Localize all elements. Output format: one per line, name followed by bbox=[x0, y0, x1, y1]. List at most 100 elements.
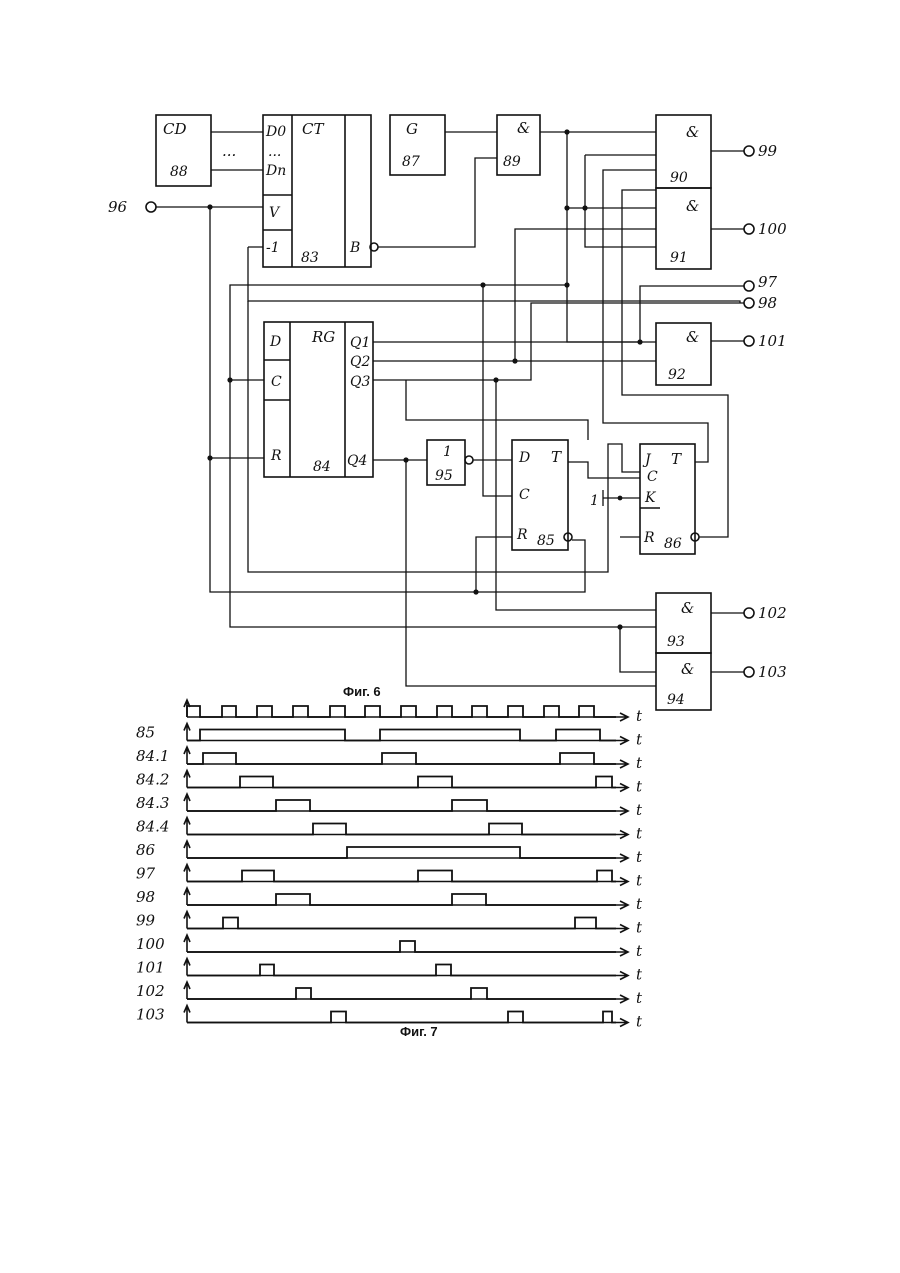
block-and93-label: & bbox=[681, 599, 694, 617]
timing-row-label: 97 bbox=[136, 865, 156, 883]
block-rg-label: RG bbox=[311, 328, 335, 346]
t86-pin-r: R bbox=[643, 530, 655, 546]
timing-row: 98 t bbox=[136, 888, 643, 913]
timing-row: 85 t bbox=[136, 724, 643, 749]
timing-y-axis bbox=[184, 771, 190, 788]
t86-pin-j: J bbox=[642, 452, 652, 468]
block-and90-number: 90 bbox=[670, 170, 688, 186]
terminal-101-label: 101 bbox=[758, 332, 787, 350]
timing-row-label: 86 bbox=[136, 841, 156, 859]
block-and-90: & 90 bbox=[656, 115, 711, 188]
timing-row-label: 84.3 bbox=[136, 794, 169, 812]
block-and-91: & 91 bbox=[656, 188, 711, 269]
timing-waveform bbox=[187, 941, 616, 952]
block-and91-label: & bbox=[686, 197, 699, 215]
figure-7-caption: Фиг. 7 bbox=[400, 1024, 438, 1039]
timing-waveform bbox=[187, 847, 616, 858]
timing-row: 84.3t bbox=[136, 794, 643, 819]
timing-waveform bbox=[187, 800, 616, 811]
rg-pin-q3: Q3 bbox=[350, 374, 370, 390]
timing-axis-symbol: t bbox=[636, 872, 643, 890]
timing-row: 97 t bbox=[136, 865, 643, 890]
terminal-100-label: 100 bbox=[758, 220, 787, 238]
timing-y-axis bbox=[184, 818, 190, 835]
terminal-96-label: 96 bbox=[108, 198, 128, 216]
block-trigger-85: D T C R 85 bbox=[512, 440, 572, 550]
ct-pin-dots: ... bbox=[268, 144, 281, 160]
timing-y-axis bbox=[184, 959, 190, 976]
ct-pin-minus1: -1 bbox=[266, 240, 280, 256]
timing-y-axis bbox=[184, 1006, 190, 1023]
timing-row: 102 t bbox=[136, 982, 643, 1007]
block-rg-84: RG 84 D C R Q1 Q2 Q3 Q4 bbox=[264, 322, 373, 477]
block-g-87: G 87 bbox=[390, 115, 445, 175]
rg-pin-q2: Q2 bbox=[350, 354, 370, 370]
figure-6-caption: Фиг. 6 bbox=[343, 684, 381, 699]
timing-row: 84.2t bbox=[136, 771, 643, 796]
rg-pin-d: D bbox=[269, 334, 281, 350]
timing-row: 101 t bbox=[136, 959, 643, 984]
timing-axis-symbol: t bbox=[636, 989, 643, 1007]
timing-row: 84.4 t bbox=[136, 818, 643, 843]
timing-row-label: 103 bbox=[136, 1006, 165, 1024]
figure-6-circuit: CD 88 ... CT 83 D0 ... Dn V -1 B G 87 bbox=[108, 115, 787, 710]
timing-row-label: 85 bbox=[136, 724, 155, 742]
block-and93-number: 93 bbox=[667, 634, 685, 650]
timing-row: 99t bbox=[136, 912, 643, 937]
block-and89-number: 89 bbox=[503, 154, 521, 170]
block-and-89: & 89 bbox=[497, 115, 540, 175]
block-g-number: 87 bbox=[402, 154, 420, 170]
timing-waveform bbox=[187, 871, 616, 882]
ct-pin-v: V bbox=[269, 205, 281, 221]
block-and94-label: & bbox=[681, 660, 694, 678]
timing-waveform bbox=[187, 777, 616, 788]
timing-y-axis bbox=[184, 841, 190, 858]
figure-7-timing-diagram: t85t84.1t84.2t84.3t84.4t86t97t98t99t100t… bbox=[136, 700, 643, 1031]
timing-y-axis bbox=[184, 865, 190, 882]
block-cd-88: CD 88 bbox=[156, 115, 211, 186]
timing-axis-symbol: t bbox=[636, 731, 643, 749]
block-and-93: & 93 bbox=[656, 593, 711, 653]
timing-axis-symbol: t bbox=[636, 942, 643, 960]
t85-pin-d: D bbox=[518, 450, 530, 466]
timing-waveform bbox=[187, 706, 616, 717]
timing-time-axis bbox=[187, 737, 628, 745]
timing-row: 86t bbox=[136, 841, 643, 866]
block-ct-83: CT 83 D0 ... Dn V -1 B bbox=[263, 115, 378, 267]
block-inv95-label: 1 bbox=[443, 444, 452, 460]
block-t86-label: T bbox=[671, 450, 682, 468]
block-and-94: & 94 bbox=[656, 653, 711, 710]
timing-y-axis bbox=[184, 747, 190, 764]
timing-row-label: 98 bbox=[136, 888, 155, 906]
block-t86-number: 86 bbox=[664, 536, 682, 552]
timing-axis-symbol: t bbox=[636, 825, 643, 843]
const-one-label: 1 bbox=[590, 493, 599, 509]
block-inv95-number: 95 bbox=[435, 468, 453, 484]
timing-axis-symbol: t bbox=[636, 778, 643, 796]
block-and92-label: & bbox=[686, 328, 699, 346]
timing-axis-symbol: t bbox=[636, 919, 643, 937]
timing-row-label: 84.1 bbox=[136, 747, 169, 765]
timing-axis-symbol: t bbox=[636, 1013, 643, 1031]
block-ct-number: 83 bbox=[301, 250, 319, 266]
timing-row: 100t bbox=[136, 935, 643, 960]
block-and91-number: 91 bbox=[670, 250, 688, 266]
timing-row-label: 84.4 bbox=[136, 818, 169, 836]
rg-pin-q4: Q4 bbox=[347, 453, 367, 469]
timing-axis-symbol: t bbox=[636, 966, 643, 984]
cd-bus-dots: ... bbox=[222, 142, 236, 160]
rg-pin-c: C bbox=[271, 374, 282, 390]
t86-pin-c: C bbox=[647, 469, 658, 485]
timing-row-label: 102 bbox=[136, 982, 165, 1000]
terminal-103-label: 103 bbox=[758, 663, 787, 681]
block-and90-label: & bbox=[686, 123, 699, 141]
timing-waveform bbox=[187, 965, 616, 976]
block-and94-number: 94 bbox=[667, 692, 685, 708]
ct-pin-b: B bbox=[349, 240, 360, 256]
timing-axis-symbol: t bbox=[636, 895, 643, 913]
timing-waveform bbox=[187, 918, 616, 929]
timing-waveform bbox=[187, 824, 616, 835]
timing-axis-symbol: t bbox=[636, 754, 643, 772]
timing-row-label: 101 bbox=[136, 959, 165, 977]
ct-pin-d0: D0 bbox=[265, 124, 286, 140]
